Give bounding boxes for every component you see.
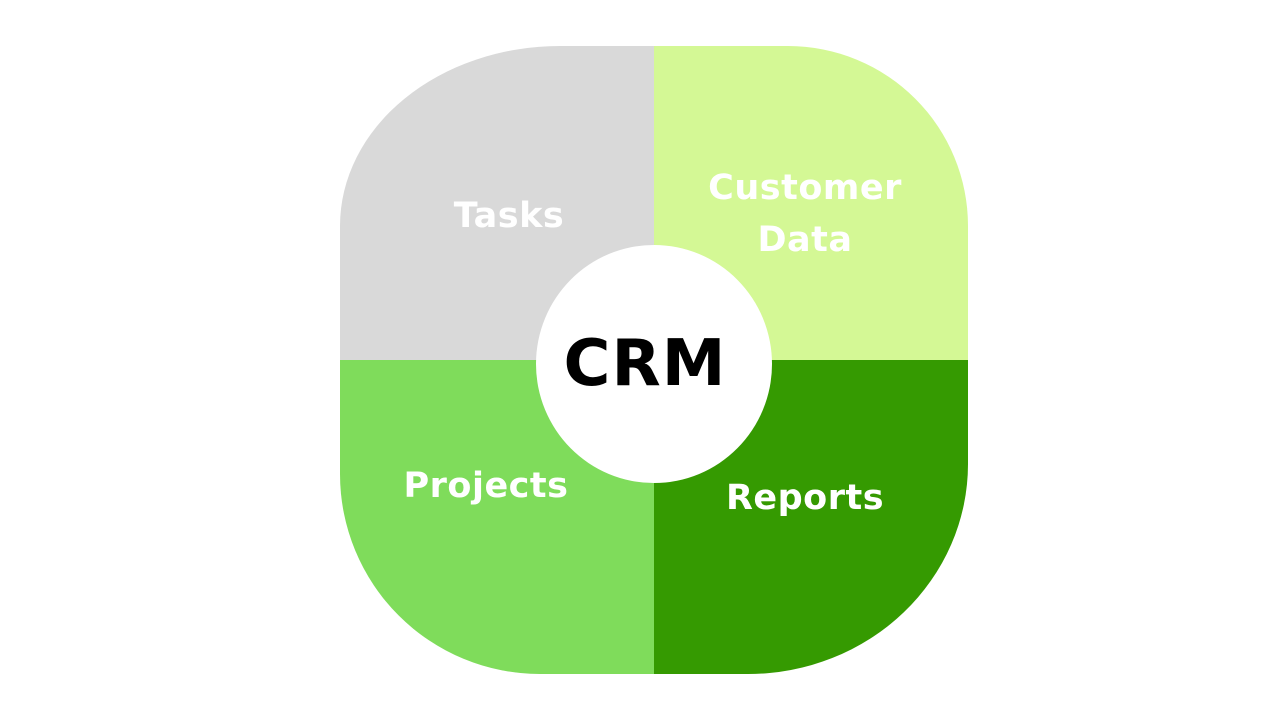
- label-tasks: Tasks: [453, 196, 565, 236]
- label-reports: Reports: [725, 478, 885, 518]
- center-hub: [536, 245, 772, 483]
- center-label: CRM: [563, 327, 727, 401]
- label-projects: Projects: [403, 466, 569, 506]
- label-customer-data: Customer Data: [708, 168, 902, 260]
